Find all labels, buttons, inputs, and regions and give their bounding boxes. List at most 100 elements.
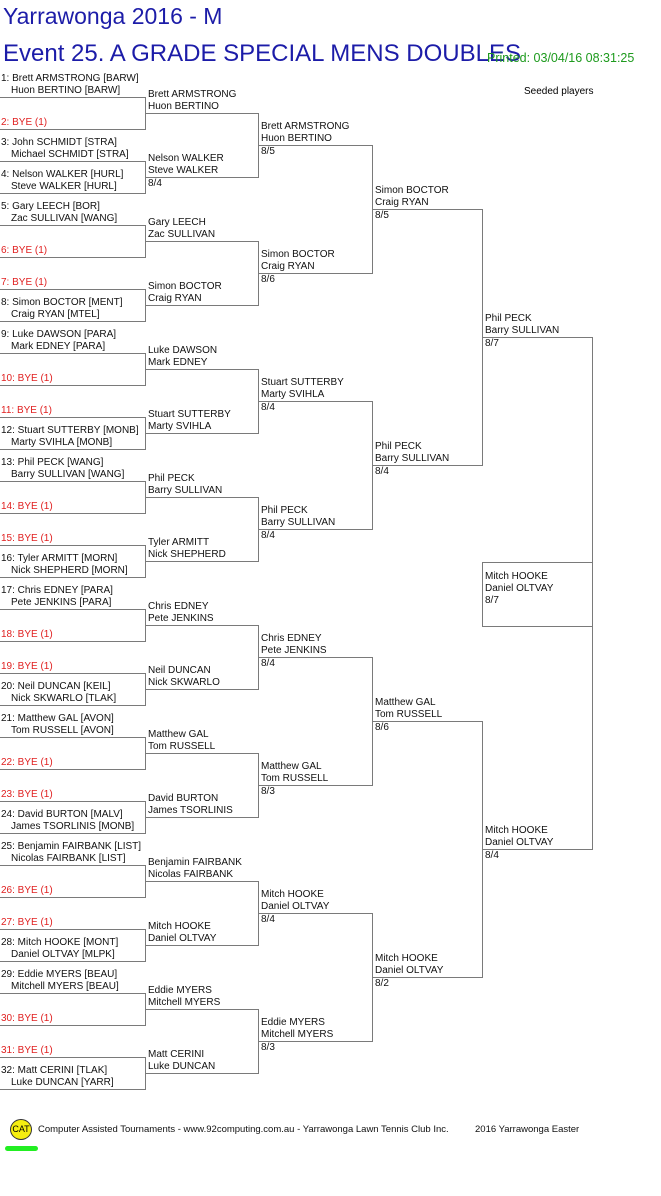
bye-entry: 6: BYE (1) [1,245,48,256]
bracket-line [0,513,146,514]
bracket-line [0,609,146,610]
player-1: Simon BOCTOR [261,249,335,260]
player-2: Marty SVIHLA [MONB] [11,437,113,448]
tournament-title: Yarrawonga 2016 - M [3,3,223,29]
bracket-line [0,193,146,194]
bracket-line [145,113,259,114]
bye-entry: 30: BYE (1) [1,1013,53,1024]
player-1: Simon BOCTOR [148,281,222,292]
bracket-line [0,833,146,834]
bracket-line [145,369,259,370]
winner-player-1: Mitch HOOKE [485,571,548,582]
player-2: Tom RUSSELL [375,709,443,720]
player-2: Huon BERTINO [BARW] [11,85,121,96]
player-1: 13: Phil PECK [WANG] [1,457,104,468]
player-2: Mark EDNEY [148,357,208,368]
footer-event: 2016 Yarrawonga Easter [475,1124,580,1135]
player-1: Matt CERINI [148,1049,205,1060]
player-1: Nelson WALKER [148,153,224,164]
bracket-line [258,657,373,658]
player-2: Marty SVIHLA [261,389,325,400]
player-2: Barry SULLIVAN [375,453,450,464]
player-1: Matthew GAL [375,697,436,708]
player-1: 4: Nelson WALKER [HURL] [1,169,124,180]
player-1: 17: Chris EDNEY [PARA] [1,585,113,596]
player-2: Barry SULLIVAN [148,485,223,496]
bracket-line [0,161,146,162]
bracket-line [372,209,483,210]
match-score: 8/6 [375,722,389,733]
bracket-line [0,929,146,930]
player-2: Nick SHEPHERD [MORN] [11,565,128,576]
player-1: 20: Neil DUNCAN [KEIL] [1,681,111,692]
player-2: Barry SULLIVAN [WANG] [11,469,125,480]
player-2: Mark EDNEY [PARA] [11,341,106,352]
player-2: Daniel OLTVAY [148,933,217,944]
player-2: Barry SULLIVAN [261,517,336,528]
bracket-line [0,129,146,130]
bracket-line [0,417,146,418]
player-1: 21: Matthew GAL [AVON] [1,713,114,724]
player-1: Phil PECK [148,473,195,484]
bracket-line [0,289,146,290]
player-2: Craig RYAN [MTEL] [11,309,100,320]
player-2: Craig RYAN [261,261,315,272]
player-2: Zac SULLIVAN [WANG] [11,213,118,224]
bracket-line [145,433,259,434]
bracket-line [0,705,146,706]
bracket-line [482,337,593,338]
bracket-line [0,449,146,450]
bracket-line [0,1025,146,1026]
player-2: Daniel OLTVAY [MLPK] [11,949,115,960]
bracket-line [482,849,593,850]
player-2: Zac SULLIVAN [148,229,216,240]
player-2: Tom RUSSELL [148,741,216,752]
player-2: Mitchell MYERS [148,997,221,1008]
bracket-line [145,561,259,562]
player-1: 25: Benjamin FAIRBANK [LIST] [1,841,142,852]
bye-entry: 26: BYE (1) [1,885,53,896]
bye-entry: 19: BYE (1) [1,661,53,672]
bracket-line [145,177,259,178]
player-2: Steve WALKER [HURL] [11,181,117,192]
bracket-line [0,673,146,674]
bracket-line [0,897,146,898]
bracket-line [0,545,146,546]
player-1: Luke DAWSON [148,345,218,356]
match-score: 8/4 [261,402,275,413]
match-score: 8/4 [261,658,275,669]
player-1: 9: Luke DAWSON [PARA] [1,329,117,340]
bracket-line [0,737,146,738]
player-1: Eddie MYERS [148,985,212,996]
player-2: Luke DUNCAN [148,1061,216,1072]
player-2: Pete JENKINS [PARA] [11,597,112,608]
match-score: 8/4 [261,530,275,541]
bracket-line [258,273,373,274]
bracket-line [0,321,146,322]
event-title: Event 25. A GRADE SPECIAL MENS DOUBLES [3,40,521,67]
player-1: 12: Stuart SUTTERBY [MONB] [1,425,139,436]
bracket-line [372,465,483,466]
player-1: Mitch HOOKE [375,953,438,964]
player-2: Nicolas FAIRBANK [LIST] [11,853,126,864]
bracket-line [372,977,483,978]
bye-entry: 10: BYE (1) [1,373,53,384]
bracket-line [0,481,146,482]
bracket-line [0,641,146,642]
player-2: Pete JENKINS [148,613,214,624]
player-2: Daniel OLTVAY [485,837,554,848]
player-2: Daniel OLTVAY [375,965,444,976]
player-1: 8: Simon BOCTOR [MENT] [1,297,123,308]
player-1: Benjamin FAIRBANK [148,857,242,868]
winner-box-left [482,562,483,627]
bracket-line [258,145,373,146]
player-2: Michael SCHMIDT [STRA] [11,149,129,160]
player-2: Craig RYAN [148,293,202,304]
player-1: Neil DUNCAN [148,665,211,676]
player-1: 29: Eddie MYERS [BEAU] [1,969,118,980]
bye-entry: 22: BYE (1) [1,757,53,768]
player-1: Matthew GAL [148,729,209,740]
bye-entry: 18: BYE (1) [1,629,53,640]
bracket-line [0,961,146,962]
